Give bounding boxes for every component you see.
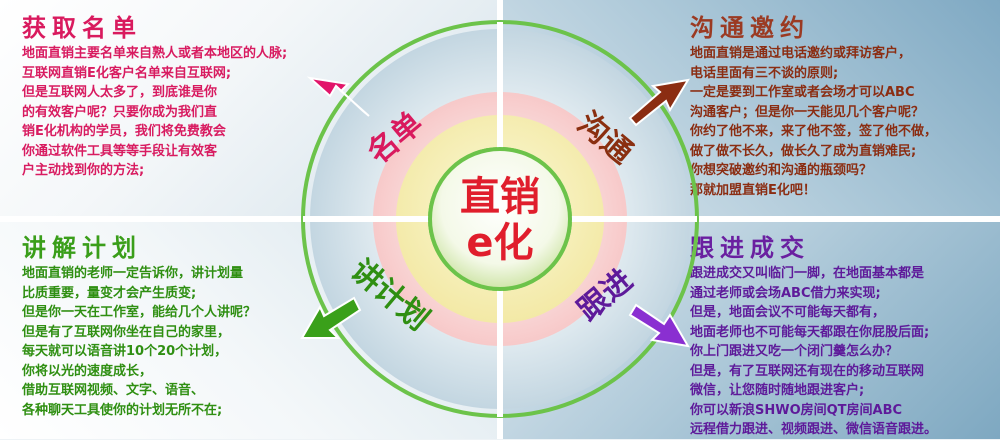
invite-body: 地面直销是通过电话邀约或拜访客户， 电话里面有三不谈的原则; 一定是要到工作室或… — [690, 44, 937, 200]
body-line: 但是你一天在工作室，能给几个人讲呢？ — [22, 305, 257, 320]
body-line: 沟通客户；但是你一天能见几个客户呢？ — [690, 104, 925, 120]
body-line: 但是互联网人太多了，到底谁是你 — [22, 85, 218, 100]
body-line: 互联网直销E化客户名单来自互联网; — [22, 65, 232, 81]
explain-plan-body: 地面直销的老师一定告诉你，讲计划量 比质重要，量变才会产生质变; 但是你一天在工… — [22, 264, 256, 420]
body-line: 各种聊天工具使你的计划无所不在; — [22, 402, 223, 418]
body-line: 地面直销的老师一定告诉你，讲计划量 — [22, 266, 244, 281]
body-line: 你通过软件工具等等手段让有效客 — [22, 143, 218, 159]
arrow-top-right — [628, 78, 690, 127]
body-line: 电话里面有三不谈的原则; — [690, 65, 839, 81]
body-line: 你上门跟进又吃一个闭门羹怎么办？ — [690, 344, 899, 359]
get-list-body: 地面直销主要名单来自熟人或者本地区的人脉; 互联网直销E化客户名单来自互联网; … — [22, 44, 287, 181]
center-circle-cover — [428, 147, 572, 291]
body-line: 做了做不长久，做长久了成为直销难民; — [690, 143, 917, 159]
body-line: 地面老师也不可能每天都跟在你屁股后面; — [690, 324, 930, 340]
follow-up-title: 跟进成交 — [690, 233, 810, 262]
arrow-bottom-left — [300, 296, 362, 339]
get-list-title: 获取名单 — [22, 13, 142, 42]
center-title-line1: 直销 — [460, 174, 540, 220]
body-line: 借助互联网视频、文字、语音、 — [22, 383, 205, 398]
body-line: 销E化机构的学员，我们将免费教会 — [22, 124, 226, 139]
body-line: 比质重要，量变才会产生质变; — [22, 285, 197, 301]
invite-title: 沟通邀约 — [690, 13, 810, 42]
body-line: 每天就可以语音讲10个20个计划， — [22, 344, 228, 359]
body-line: 地面直销是通过电话邀约或拜访客户， — [690, 46, 912, 61]
body-line: 你将以光的速度成长， — [22, 363, 153, 379]
body-line: 地面直销主要名单来自熟人或者本地区的人脉; — [22, 46, 288, 61]
body-line: 那就加盟直销E化吧！ — [690, 182, 816, 198]
arrow-bottom-right — [628, 303, 690, 348]
explain-plan-title: 讲解计划 — [22, 233, 142, 262]
body-line: 户主动找到你的方法; — [22, 163, 145, 178]
body-line: 但是，有了互联网还有现在的移动互联网 — [690, 363, 925, 379]
body-line: 的有效客户呢？只要你成为我们直 — [22, 104, 218, 120]
body-line: 通过老师或会场ABC借力来实现; — [690, 285, 881, 301]
body-line: 远程借力跟进、视频跟进、微信语音跟进。 — [690, 422, 938, 437]
arrow-top-left — [306, 76, 370, 117]
body-line: 一定是要到工作室或者会场才可以ABC — [690, 85, 915, 100]
body-line: 你约了他不来，来了他不签，签了他不做， — [690, 124, 938, 139]
body-line: 你想突破邀约和沟通的瓶颈吗？ — [690, 163, 873, 178]
body-line: 微信，让您随时随地跟进客户; — [690, 383, 865, 398]
body-line: 跟进成交又叫临门一脚，在地面基本都是 — [690, 266, 925, 281]
body-line: 但是，地面会议不可能每天都有， — [690, 305, 886, 320]
body-line: 但是有了互联网你坐在自己的家里， — [22, 324, 231, 340]
body-line: 你可以新浪SHWO房间QT房间ABC — [690, 402, 903, 418]
follow-up-body: 跟进成交又叫临门一脚，在地面基本都是 通过老师或会场ABC借力来实现; 但是，地… — [690, 264, 937, 440]
center-title-line2: e化 — [466, 220, 533, 266]
